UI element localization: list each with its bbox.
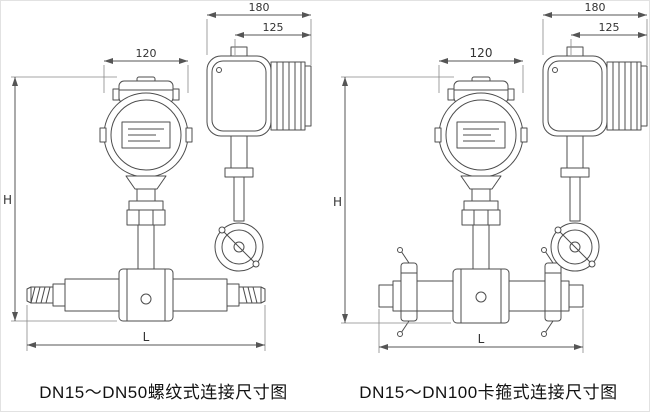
dim-label-120: 120 [136, 47, 157, 60]
dim-label-125: 125 [263, 21, 284, 34]
dim-label-180: 180 [249, 1, 270, 14]
dim-label-H: H [3, 193, 12, 207]
flowmeter-front-view [434, 76, 528, 270]
caption-row: DN15～DN50螺纹式连接尺寸图 DN15～DN100卡箍式连接尺寸图 [1, 378, 649, 403]
dim-front-width: 120 [438, 46, 524, 93]
dim-side-inner: 125 [570, 21, 647, 55]
dim-label-L: L [143, 330, 150, 344]
right-drawing: 120 180 125 H L [333, 1, 648, 353]
flowmeter-front-view [99, 76, 193, 270]
left-drawing: 120 180 125 H L [3, 1, 312, 351]
brand-mark-icon [475, 291, 487, 303]
flowmeter-side-view [206, 46, 312, 272]
pipe-clamped [378, 247, 584, 337]
dim-label-120: 120 [470, 46, 493, 60]
dim-label-H: H [333, 195, 342, 209]
dim-side-inner: 125 [234, 21, 311, 55]
dim-label-125: 125 [599, 21, 620, 34]
dim-side-width: 180 [542, 1, 648, 65]
brand-mark-icon [140, 293, 152, 305]
dim-label-L: L [478, 332, 485, 346]
flowmeter-side-view [542, 46, 648, 272]
pipe-threaded [26, 268, 266, 322]
dim-side-width: 180 [206, 1, 312, 65]
dim-length: L [378, 309, 584, 353]
dim-height: H [3, 76, 117, 322]
dim-front-width: 120 [103, 47, 189, 93]
dim-length: L [26, 305, 266, 351]
right-drawing-caption: DN15～DN100卡箍式连接尺寸图 [359, 383, 618, 402]
flowmeter-dimension-drawing: 120 180 125 H L [3, 1, 648, 353]
dim-height: H [333, 76, 454, 324]
left-drawing-caption: DN15～DN50螺纹式连接尺寸图 [39, 383, 288, 402]
dim-label-180: 180 [585, 1, 606, 14]
